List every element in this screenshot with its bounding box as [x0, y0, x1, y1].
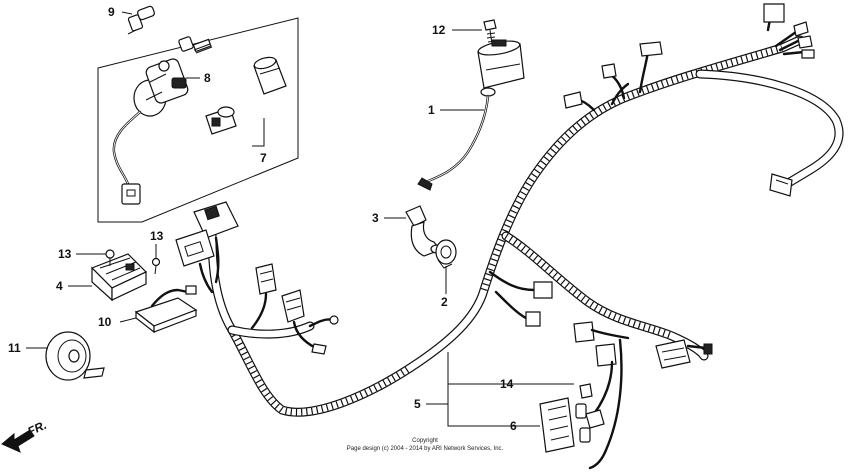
callout-labels: 9 8 7 12 1 3 2 13 13 4 10 11 14 5 6: [8, 5, 517, 433]
kit-box-outline: [97, 17, 299, 223]
ignition-switch[interactable]: [133, 57, 189, 117]
callout-5: 5: [414, 397, 421, 411]
callout-1: 1: [428, 103, 435, 117]
relay[interactable]: [134, 285, 198, 334]
mid-connectors[interactable]: [250, 263, 339, 355]
callout-14: 14: [500, 377, 514, 391]
front-connector-group[interactable]: [175, 201, 239, 294]
lock-cylinder-a[interactable]: [253, 55, 287, 95]
spare-key[interactable]: [127, 5, 155, 35]
top-connectors[interactable]: [563, 3, 815, 112]
callout-3: 3: [372, 211, 379, 225]
leader-lines: [26, 11, 574, 427]
callout-12: 12: [432, 23, 446, 37]
bolt-13b[interactable]: [151, 257, 161, 275]
horn[interactable]: [45, 331, 105, 381]
regulator-rectifier[interactable]: [90, 253, 148, 302]
spark-plug-cap[interactable]: [405, 205, 444, 257]
center-connectors[interactable]: [488, 270, 553, 327]
lock-cylinder-b[interactable]: [205, 106, 237, 135]
key-pair[interactable]: [178, 36, 213, 54]
callout-11: 11: [8, 341, 21, 355]
ignition-kit-group: [97, 17, 299, 223]
callout-7: 7: [260, 151, 267, 165]
callout-10: 10: [98, 315, 112, 329]
right-connector[interactable]: [769, 173, 793, 197]
main-wire-harness[interactable]: [207, 35, 844, 417]
copyright-text: Page design (c) 2004 - 2014 by ARI Netwo…: [347, 446, 504, 452]
callout-13-left: 13: [58, 247, 72, 261]
rear-connectors[interactable]: [573, 321, 713, 470]
callout-8: 8: [204, 71, 211, 85]
callout-9: 9: [108, 5, 115, 19]
callout-4: 4: [56, 279, 63, 293]
bolt-12[interactable]: [483, 19, 497, 45]
callout-2: 2: [441, 295, 448, 309]
switch-assembly[interactable]: [477, 38, 525, 97]
grommet[interactable]: [435, 239, 457, 269]
copyright-title: Copyright: [412, 438, 438, 444]
direction-label: FR.: [25, 418, 48, 439]
arrow-icon: [1, 429, 35, 453]
ignition-connector[interactable]: [121, 183, 141, 205]
callout-13-right: 13: [150, 229, 164, 243]
callout-6: 6: [510, 419, 517, 433]
front-direction-arrow: FR.: [1, 418, 49, 453]
fuse-box[interactable]: [539, 397, 591, 453]
